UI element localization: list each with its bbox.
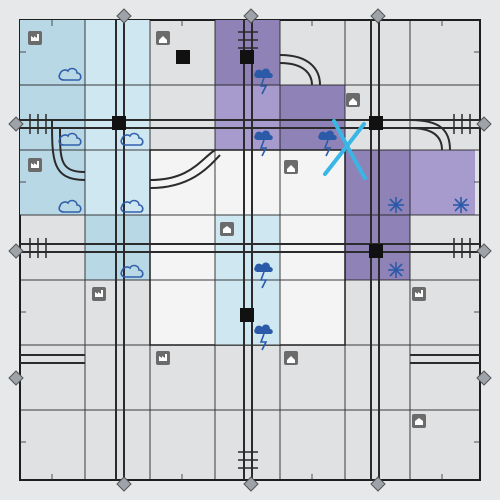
cloud-icon [58,199,82,213]
cloud-icon [58,132,82,146]
mine-icon-bottom-right [412,414,426,428]
snowflake-icon [388,262,404,278]
storm-icon [254,130,273,157]
factory-icon-right-mid [412,287,426,301]
house-icon-bottom-center [284,351,298,365]
station-center-bottom [240,308,254,322]
map-icons [28,31,426,428]
cloud-icon [120,132,144,146]
storm-icon [254,68,273,95]
factory-icon-left-low [92,287,106,301]
cloud-icon [58,67,82,81]
factory-icon-bottom-left [156,351,170,365]
station-top-center [240,50,254,64]
factory-icon-top-left [28,31,42,45]
station-top-left [176,50,190,64]
stations [112,50,383,322]
grid-lines [20,20,480,480]
blue-x-mark [323,119,367,180]
house-icon-center [284,160,298,174]
station-left-mid [112,116,126,130]
station-right-mid [369,244,383,258]
cloud-icon [120,264,144,278]
snowflake-icon [388,197,404,213]
house-icon-top-center [156,31,170,45]
snow-region-right [345,150,475,280]
edge-notches [20,20,480,480]
storm-icon [318,130,337,157]
storm-icon [254,262,273,289]
house-icon-top-right [346,93,360,107]
railway-tracks [20,20,480,480]
edge-markers [8,8,492,492]
mine-icon-center [220,222,234,236]
storm-icon [254,324,273,351]
cloud-icon [120,199,144,213]
snowflake-icon [453,197,469,213]
station-right-top [369,116,383,130]
factory-icon-left-mid [28,158,42,172]
ice-region-top-left [20,20,150,280]
weather-icons [58,67,469,351]
railway-ties [29,31,471,469]
